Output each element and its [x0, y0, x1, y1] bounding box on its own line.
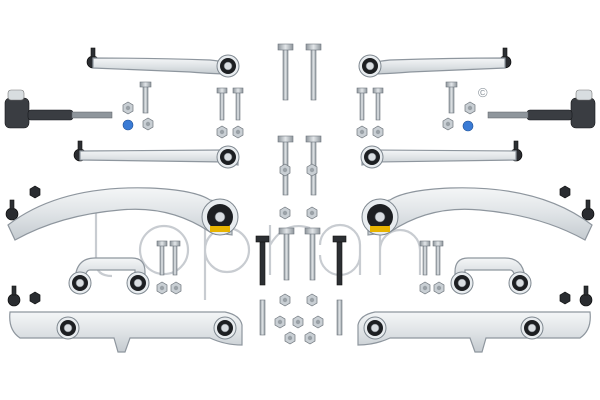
upper-link-arm-left	[73, 140, 240, 169]
nut-pair-left-mid	[279, 163, 318, 177]
bolt-pair-left-lower	[156, 240, 182, 295]
bolt-pair-right-upper	[356, 87, 384, 139]
lower-track-arm-left	[7, 285, 243, 353]
upper-control-arm-right	[358, 47, 512, 78]
lower-control-arm-left	[5, 185, 239, 241]
center-bolt-column	[255, 43, 347, 345]
lower-track-arm-right	[357, 285, 593, 353]
stabilizer-link-left	[68, 257, 150, 295]
copyright-symbol: ©	[478, 85, 488, 100]
bolt-pair-left-upper	[216, 87, 244, 139]
upper-control-arm-left	[86, 47, 240, 78]
tie-rod-right	[487, 89, 596, 129]
small-bolt-set-left	[122, 81, 154, 131]
stabilizer-link-right	[450, 257, 532, 295]
tie-rod-left	[4, 89, 113, 129]
bolt-pair-right-lower	[419, 240, 445, 295]
lower-control-arm-right	[361, 185, 595, 241]
upper-link-arm-right	[360, 140, 523, 169]
small-bolt-set-right	[442, 81, 476, 132]
